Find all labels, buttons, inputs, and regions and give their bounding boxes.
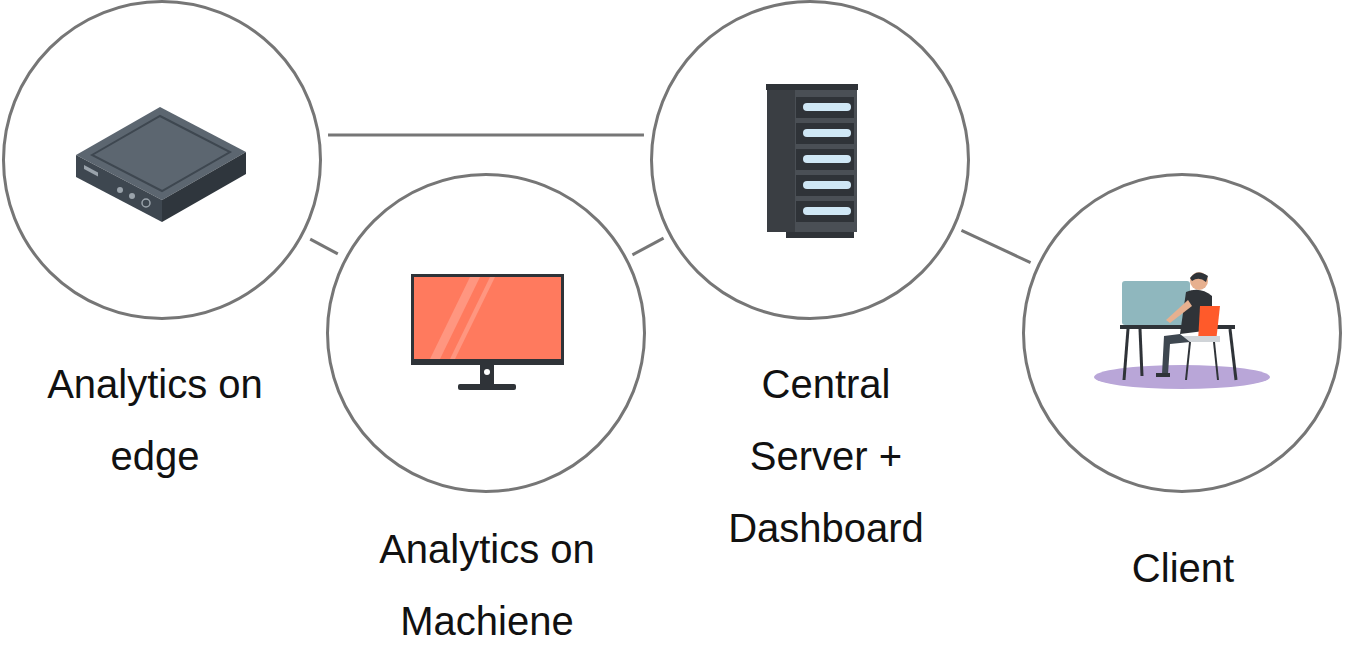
- circle-node: Analytics on Machiene: [326, 173, 646, 493]
- connector-line: [632, 238, 663, 255]
- connector-line: [961, 230, 1030, 262]
- circle-node: Client: [1022, 173, 1342, 493]
- node-label: Analytics on edge: [40, 348, 270, 492]
- node-label: Analytics on Machiene: [342, 513, 632, 656]
- client-icon: [1094, 272, 1270, 389]
- node-label: Central Server + Dashboard: [706, 348, 946, 564]
- server-icon: [766, 84, 858, 238]
- circle-outline: [2, 0, 322, 320]
- node-label: Client: [1073, 532, 1293, 604]
- edge-device-icon: [76, 107, 246, 222]
- monitor-icon: [411, 274, 564, 390]
- connector-line: [310, 239, 338, 254]
- circle-outline: [650, 0, 970, 320]
- circle-node: Analytics on edge: [2, 0, 322, 320]
- circle-outline: [326, 173, 646, 493]
- circle-outline: [1022, 173, 1342, 493]
- circle-node: Central Server + Dashboard: [650, 0, 970, 320]
- connector-line: [328, 134, 644, 137]
